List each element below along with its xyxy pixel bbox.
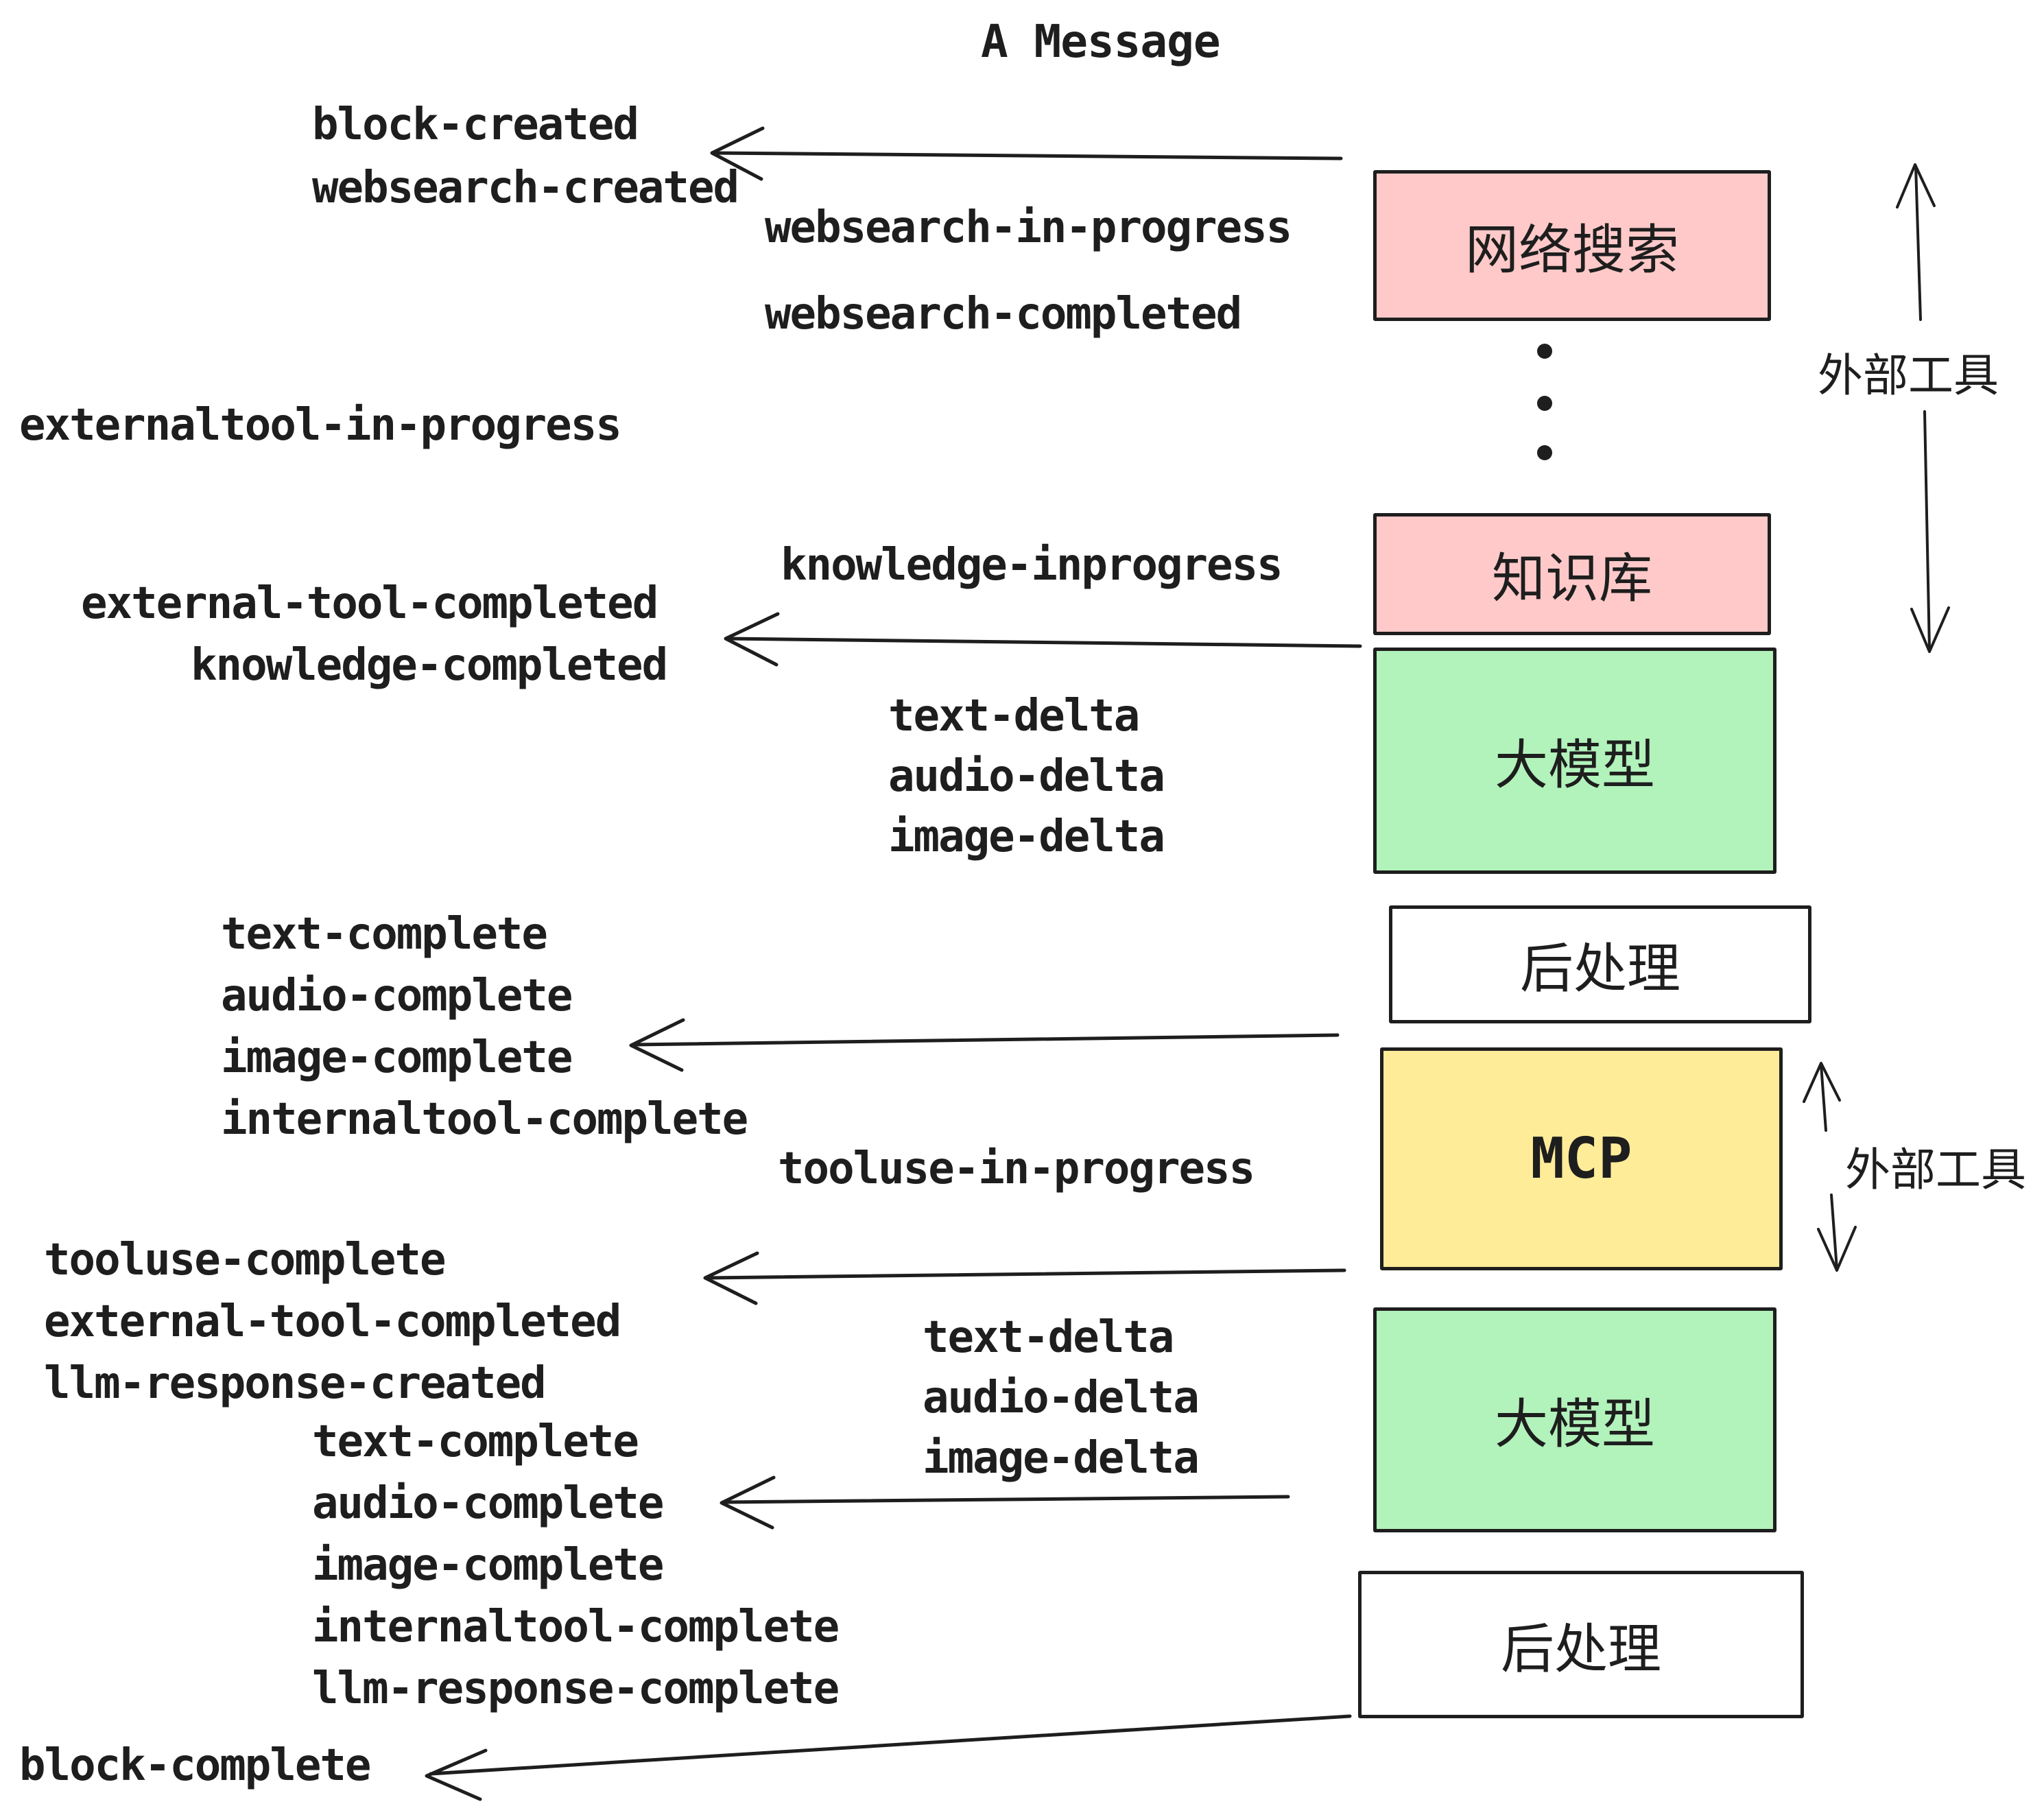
arrow-to-audio-complete [720, 1475, 1290, 1530]
event-audio-complete-1: audio-complete [221, 971, 573, 1021]
arrow-websearch-to-created [710, 126, 1343, 181]
event-text-complete-2: text-complete [312, 1416, 639, 1467]
event-image-complete-1: image-complete [221, 1032, 573, 1083]
label-external-tools-mcp: 外部工具 [1845, 1143, 2026, 1196]
box-postprocess-2: 后处理 [1358, 1571, 1804, 1718]
diagram-title: A Message [981, 15, 1221, 68]
event-externaltool-in-progress: externaltool-in-progress [19, 400, 622, 451]
event-audio-delta-2: audio-delta [923, 1373, 1200, 1423]
external-tools-up-arrow [1896, 163, 1936, 321]
event-external-tool-completed-2: external-tool-completed [44, 1296, 621, 1347]
event-llm-response-created: llm-response-created [44, 1358, 547, 1409]
event-text-delta-1: text-delta [888, 691, 1140, 741]
arrow-to-image-complete [629, 1018, 1340, 1072]
box-llm-2: 大模型 [1373, 1307, 1776, 1532]
label-external-tools-top: 外部工具 [1818, 349, 1999, 402]
event-internaltool-complete-1: internaltool-complete [221, 1094, 748, 1145]
arrow-to-block-complete [425, 1714, 1352, 1801]
arrow-to-tooluse-complete [703, 1251, 1346, 1305]
event-external-tool-completed: external-tool-completed [81, 578, 658, 629]
mcp-external-tools-down-arrow [1817, 1194, 1857, 1272]
mcp-external-tools-up-arrow [1803, 1062, 1841, 1132]
event-text-complete-1: text-complete [221, 909, 548, 960]
ellipsis-dots [1537, 344, 1552, 460]
event-image-complete-2: image-complete [312, 1540, 664, 1591]
event-tooluse-in-progress: tooluse-in-progress [778, 1143, 1255, 1194]
event-image-delta-1: image-delta [888, 811, 1165, 862]
box-llm-1: 大模型 [1373, 648, 1776, 874]
event-audio-delta-1: audio-delta [888, 751, 1165, 802]
event-websearch-in-progress: websearch-in-progress [765, 202, 1292, 253]
event-image-delta-2: image-delta [923, 1433, 1200, 1484]
event-knowledge-completed: knowledge-completed [191, 640, 668, 691]
event-websearch-created: websearch-created [312, 163, 739, 213]
box-postprocess-1: 后处理 [1389, 905, 1811, 1023]
box-mcp: MCP [1380, 1047, 1783, 1270]
box-knowledge-base: 知识库 [1373, 513, 1771, 635]
event-block-created: block-created [312, 99, 639, 150]
arrow-to-knowledge-completed [724, 612, 1362, 667]
event-websearch-completed: websearch-completed [765, 289, 1242, 340]
external-tools-down-arrow [1910, 410, 1950, 653]
event-audio-complete-2: audio-complete [312, 1478, 664, 1529]
event-block-complete: block-complete [19, 1740, 371, 1791]
event-knowledge-inprogress: knowledge-inprogress [781, 540, 1283, 591]
event-text-delta-2: text-delta [923, 1312, 1174, 1363]
event-tooluse-complete: tooluse-complete [44, 1235, 446, 1285]
box-websearch: 网络搜索 [1373, 170, 1771, 321]
event-internaltool-complete-2: internaltool-complete [312, 1602, 840, 1652]
event-llm-response-complete: llm-response-complete [312, 1663, 840, 1714]
